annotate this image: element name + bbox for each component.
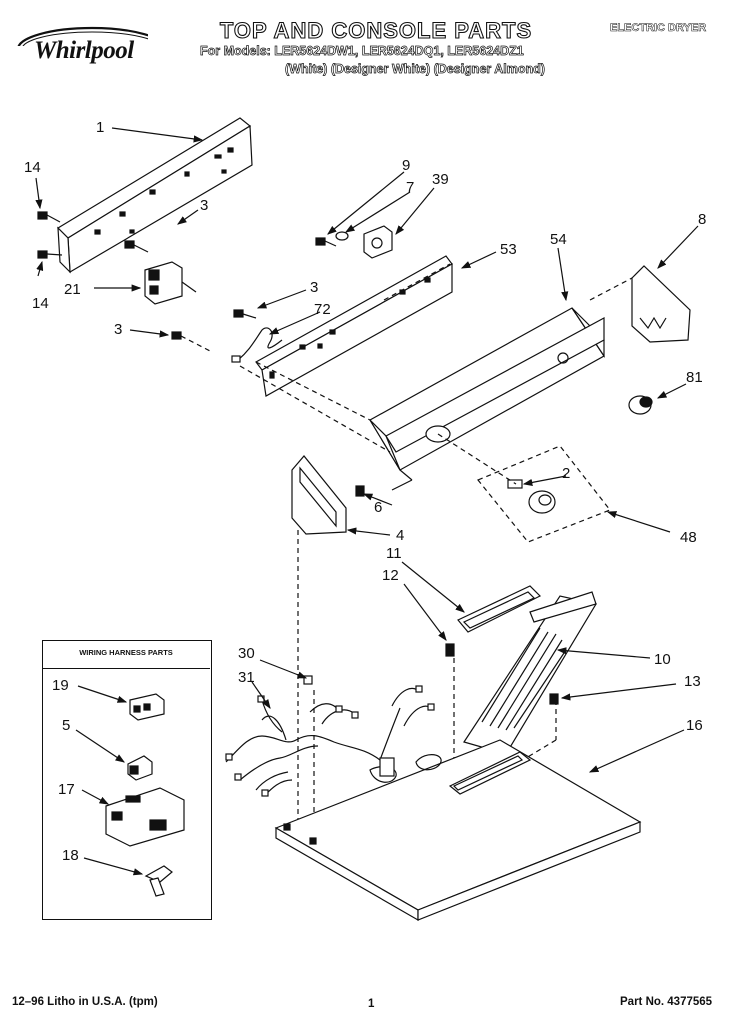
wiring-harness-title: WIRING HARNESS PARTS [79,648,173,657]
knob-81 [628,395,653,415]
callout-48: 48 [680,529,697,546]
timer-switch-21 [144,261,197,305]
callout-13: 13 [684,673,701,690]
screw-9 [315,237,337,247]
part-number: Part No. 4377565 [620,996,713,1008]
page-number: 1 [368,998,375,1010]
litho-note: 12–96 Litho in U.S.A. (tpm) [12,996,158,1008]
harness-part-19 [129,693,165,721]
screw-3-c [171,331,213,353]
harness-part-17 [105,787,185,847]
screw-14-lower [37,250,63,259]
leader-lines [35,127,699,876]
screw-13 [549,693,559,705]
whirlpool-logo-icon [17,26,148,46]
door-switch-11 [457,585,542,633]
brand-name: Whirlpool [34,37,134,64]
callout-4: 4 [396,527,405,544]
callout-21: 21 [64,281,81,298]
screw-3-a [124,240,149,253]
callout-7: 7 [406,179,415,196]
callout-18: 18 [62,847,79,864]
callout-9: 9 [402,157,411,174]
screw-12 [445,643,455,657]
callout-17: 17 [58,781,75,798]
callout-54: 54 [550,231,567,248]
callout-3-b: 3 [310,279,319,296]
page-title: TOP AND CONSOLE PARTS [219,17,533,43]
end-cap-8 [631,265,691,343]
knob-48 [477,445,611,543]
callout-1: 1 [96,119,105,136]
harness-part-18 [144,865,173,897]
end-cap-4 [291,455,347,535]
switch-2 [437,433,523,489]
wiring-harness-inset [42,640,212,920]
callout-16: 16 [686,717,703,734]
callout-12: 12 [382,567,399,584]
callout-3-c: 3 [114,321,123,338]
assembly-lines [239,263,633,840]
callout-6: 6 [374,499,383,516]
screw-14-upper [37,211,61,223]
screw-6 [355,485,365,497]
callout-31: 31 [238,669,255,686]
callout-19: 19 [52,677,69,694]
callout-72: 72 [314,301,331,318]
inset-divider [42,668,210,669]
callout-81: 81 [686,369,703,386]
callout-30: 30 [238,645,255,662]
screw-3-b [233,309,257,319]
dryer-top-16 [274,739,642,922]
callout-14-top: 14 [24,159,41,176]
callout-3-a: 3 [200,197,209,214]
rear-control-panel [57,117,253,274]
callout-10: 10 [654,651,671,668]
buzzer-39 [363,225,393,259]
callout-5: 5 [62,717,71,734]
main-harness-31 [225,675,435,797]
model-numbers: For Models: LER5624DW1, LER5624DQ1, LER5… [200,44,524,59]
model-colors: (White) (Designer White) (Designer Almon… [285,62,546,77]
callout-8: 8 [698,211,707,228]
document-type: ELECTRIC DRYER [610,22,707,35]
callout-39: 39 [432,171,449,188]
console-54 [369,307,605,491]
callout-14-bottom: 14 [32,295,49,312]
control-panel-bracket-53 [255,255,453,397]
callout-53: 53 [500,241,517,258]
harness-part-5 [127,755,153,781]
callout-11: 11 [386,545,402,562]
washer-7 [335,231,349,241]
callout-2: 2 [562,465,571,482]
